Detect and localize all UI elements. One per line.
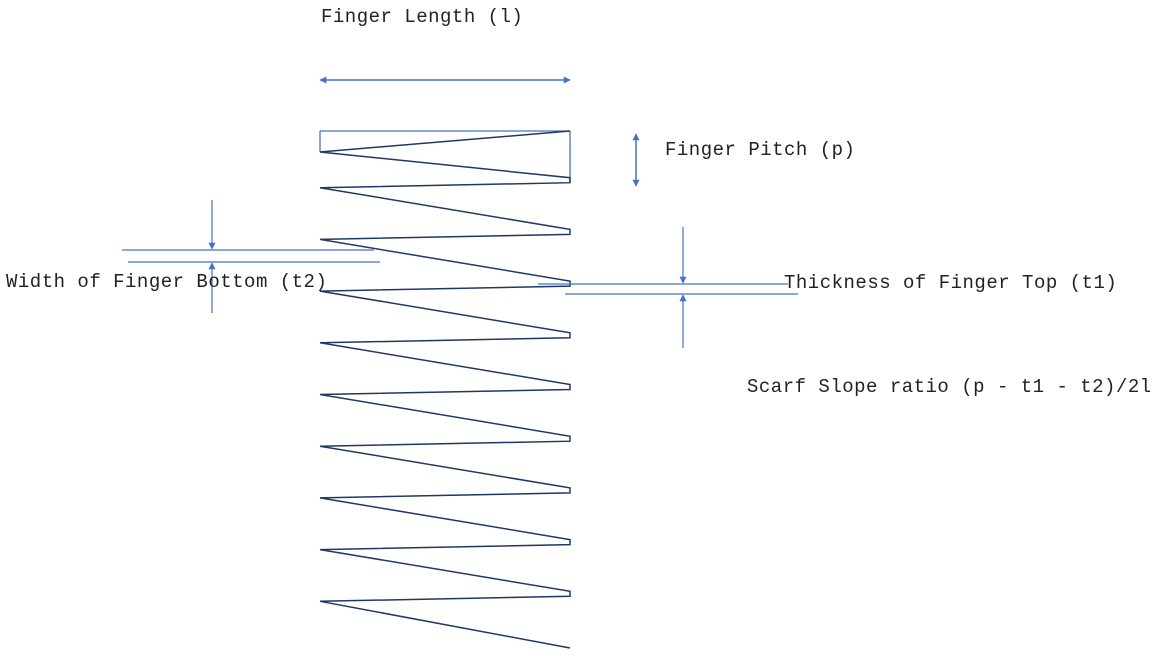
finger-pitch-label: Finger Pitch (p) <box>665 139 855 161</box>
finger-length-label: Finger Length (l) <box>321 6 523 28</box>
finger-bottom-width-label: Width of Finger Bottom (t2) <box>6 271 327 293</box>
finger-pitch-dimension: Finger Pitch (p) <box>632 133 855 187</box>
finger-zigzag-line <box>319 130 571 649</box>
finger-top-thickness-dimension: Thickness of Finger Top (t1) <box>538 227 1117 348</box>
finger-length-dimension: Finger Length (l) <box>319 6 571 84</box>
finger-bottom-width-dimension: Width of Finger Bottom (t2) <box>6 200 380 313</box>
scarf-slope-ratio-label: Scarf Slope ratio (p - t1 - t2)/2l <box>747 376 1152 398</box>
finger-profile <box>319 130 571 649</box>
finger-top-thickness-label: Thickness of Finger Top (t1) <box>784 272 1117 294</box>
